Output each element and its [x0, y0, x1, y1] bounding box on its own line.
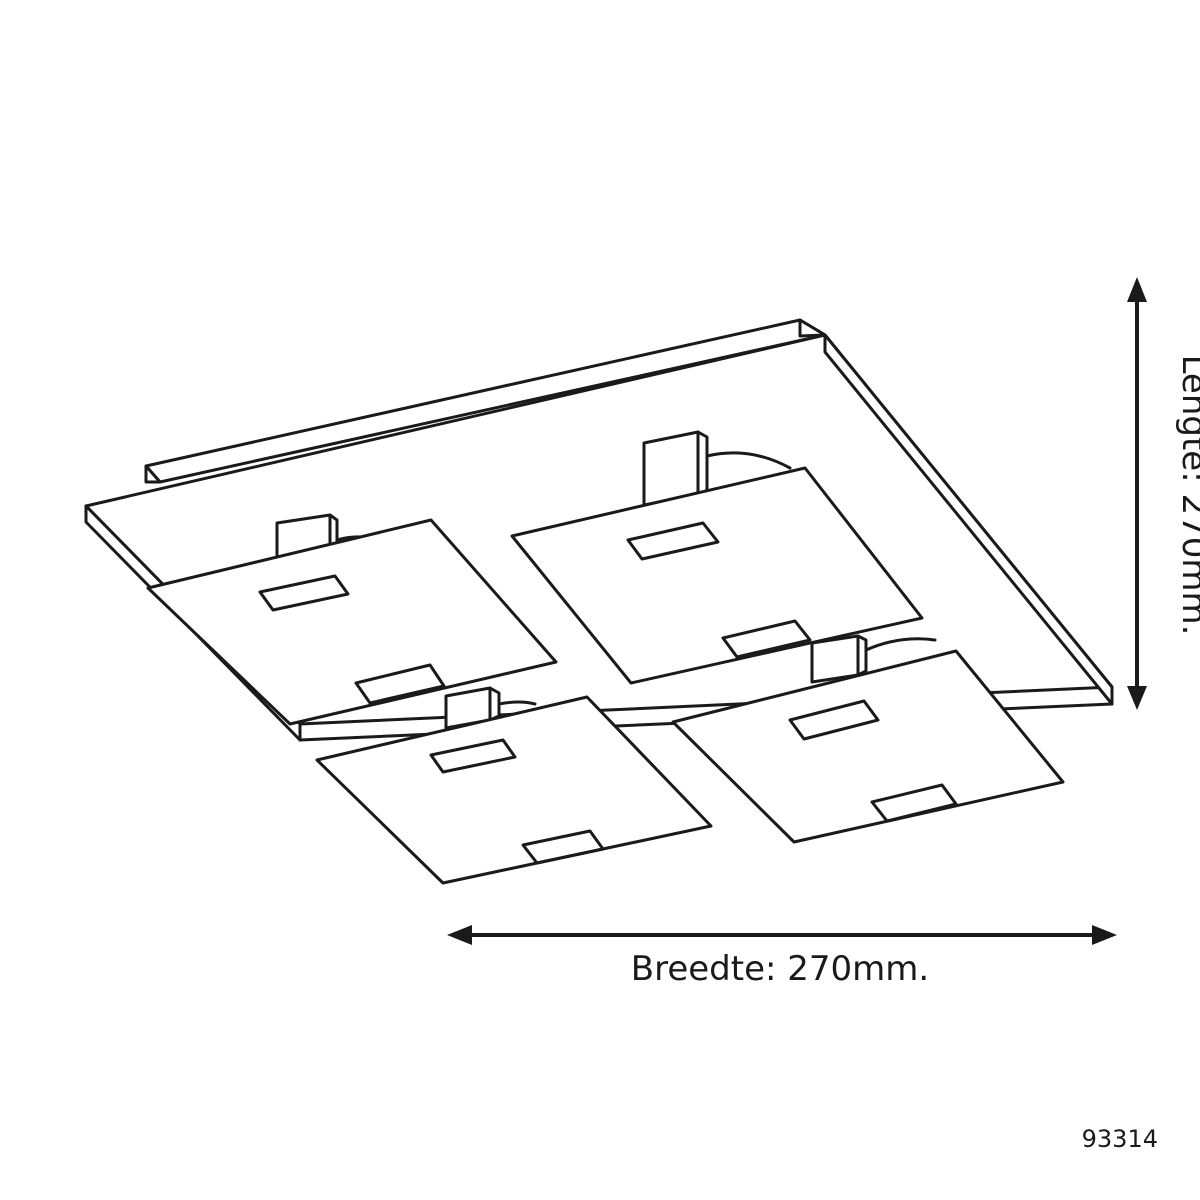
length-label: Lengte: 270mm. — [1174, 355, 1200, 636]
shade-top-left — [146, 513, 558, 726]
shade-top-right — [510, 430, 924, 685]
product-code: 93314 — [1082, 1125, 1158, 1153]
width-arrow-right — [1092, 925, 1117, 945]
length-dimension: Lengte: 270mm. — [1127, 277, 1200, 710]
width-label: Breedte: 270mm. — [631, 949, 929, 989]
shade-bottom-left — [315, 686, 713, 885]
width-arrow-left — [447, 925, 472, 945]
width-dimension: Breedte: 270mm. — [447, 925, 1117, 989]
length-arrow-top — [1127, 277, 1147, 302]
length-arrow-bottom — [1127, 686, 1147, 710]
shade-bottom-right — [671, 634, 1065, 844]
